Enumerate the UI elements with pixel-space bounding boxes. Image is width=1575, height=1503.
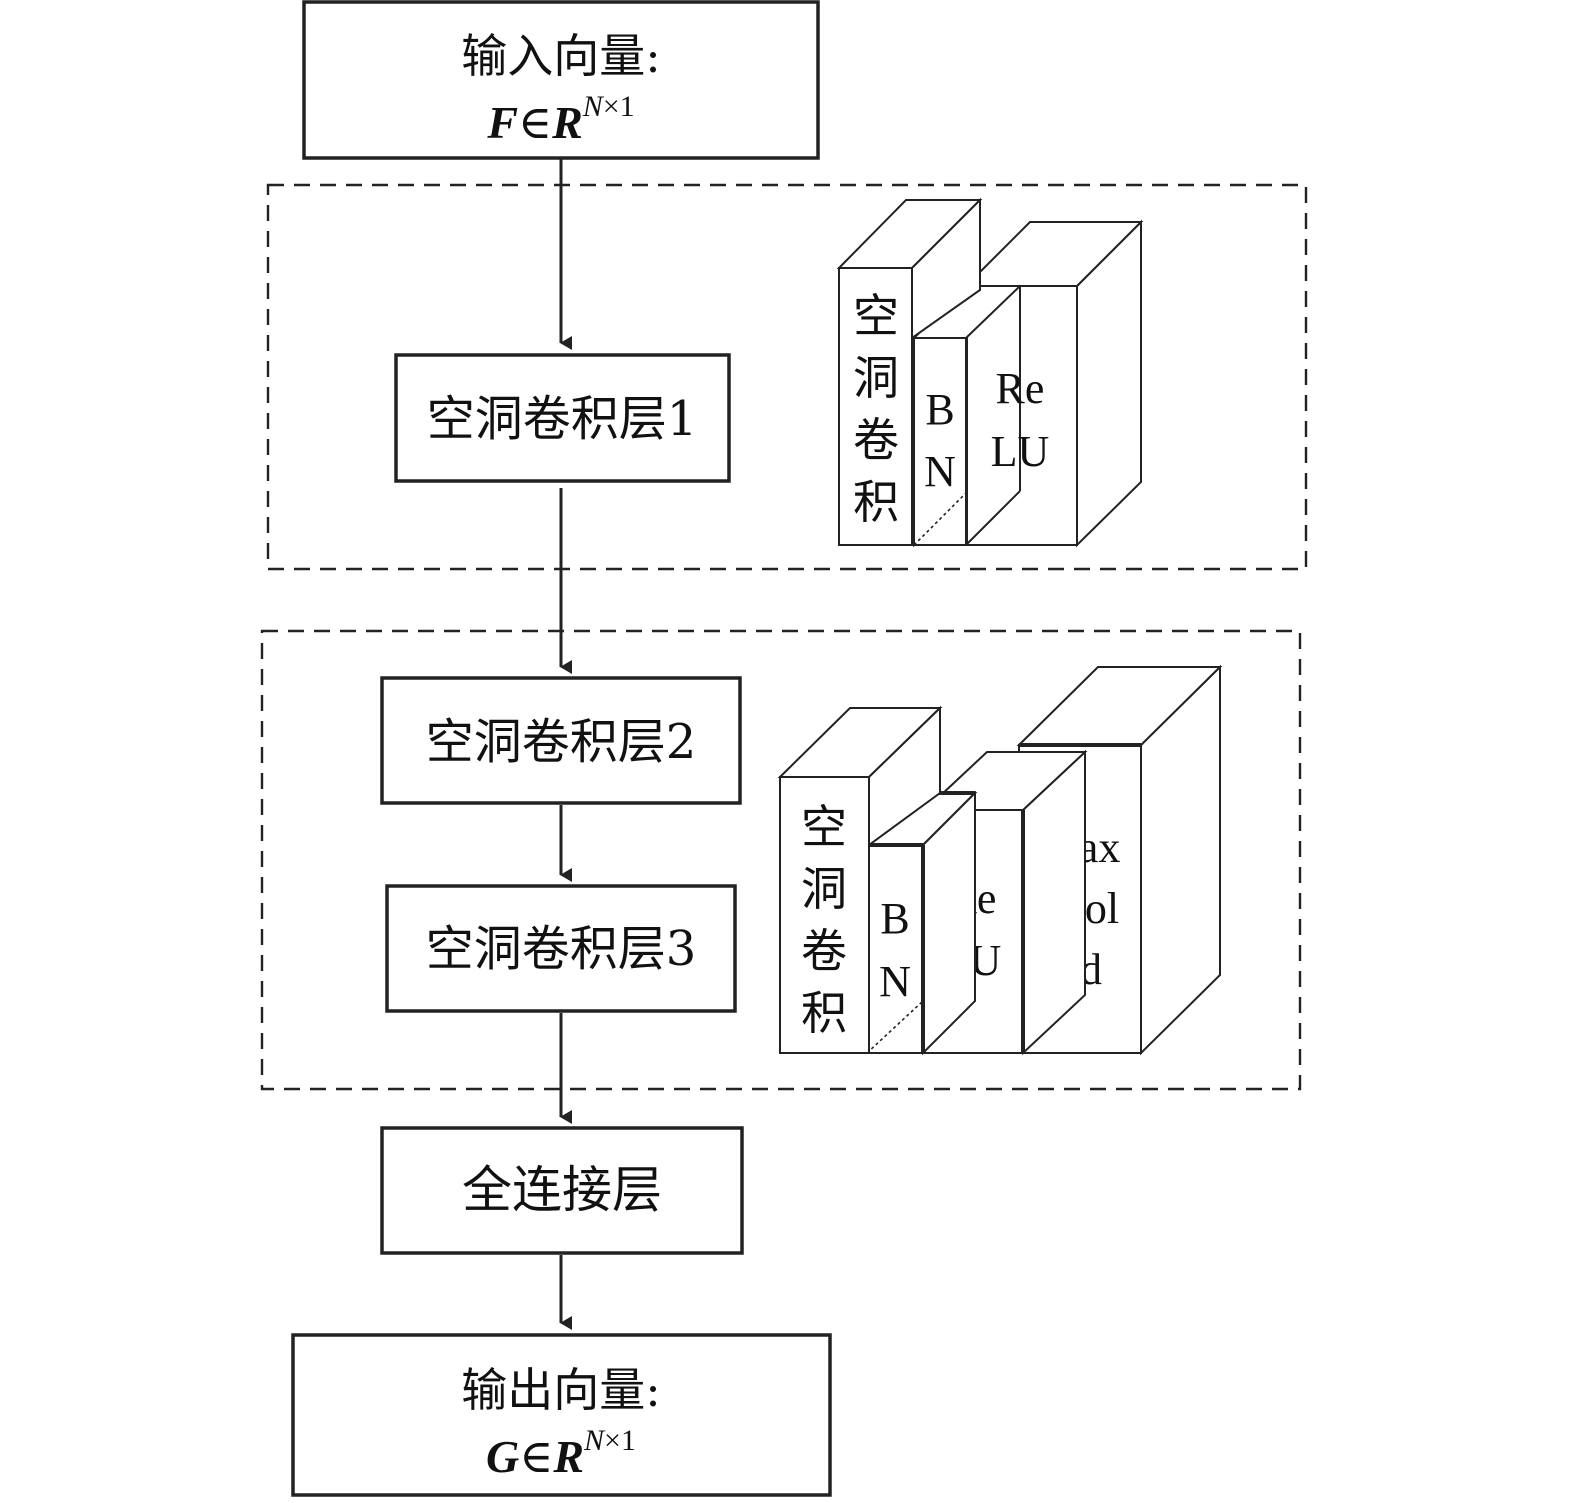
input-label: 输入向量: <box>461 29 661 83</box>
output-formula: G∈RN×1 <box>486 1424 636 1482</box>
block2-bn-text-2: N <box>879 957 911 1006</box>
dashed-group-1 <box>266 183 1308 571</box>
block1-illustration: Re LU B N 空 洞 卷 积 <box>836 197 1144 548</box>
layer1-node: 空洞卷积层1 <box>394 353 731 483</box>
block2-conv-text-1: 空 <box>801 800 847 854</box>
block2-conv-text-2: 洞 <box>801 862 847 916</box>
layer1-label: 空洞卷积层1 <box>427 391 698 447</box>
block1-conv-text-1: 空 <box>853 289 899 343</box>
block2-conv-text-4: 积 <box>801 986 847 1040</box>
block2-conv-text-3: 卷 <box>801 924 847 978</box>
input-node: 输入向量: F∈RN×1 <box>302 0 820 160</box>
block1-relu-text-1: Re <box>996 364 1045 413</box>
block1-relu-text-2: LU <box>991 427 1050 476</box>
input-formula: F∈RN×1 <box>486 90 634 148</box>
layer2-node: 空洞卷积层2 <box>380 676 742 805</box>
block1-conv-slab: 空 洞 卷 积 <box>836 197 983 546</box>
layer3-label: 空洞卷积层3 <box>426 921 697 977</box>
fc-label: 全连接层 <box>462 1161 662 1219</box>
block2-conv-slab: 空 洞 卷 积 <box>777 705 943 1054</box>
layer2-label: 空洞卷积层2 <box>426 714 697 770</box>
dashed-group-2 <box>260 629 1302 1091</box>
block1-conv-text-2: 洞 <box>853 351 899 405</box>
block1-conv-text-3: 卷 <box>853 413 899 467</box>
block1-relu-slab: Re LU <box>963 219 1144 548</box>
block1-conv-text-4: 积 <box>853 475 899 529</box>
block1-bn-text-1: B <box>925 385 954 434</box>
block2-bn-text-1: B <box>880 894 909 943</box>
fc-node: 全连接层 <box>380 1126 744 1255</box>
block1-bn-slab: B N <box>911 283 1023 548</box>
block1-bn-text-2: N <box>924 447 956 496</box>
output-label: 输出向量: <box>461 1363 661 1417</box>
output-node: 输出向量: G∈RN×1 <box>291 1333 832 1497</box>
block2-illustration: Max pool 1d Re LU B N <box>777 664 1223 1056</box>
layer3-node: 空洞卷积层3 <box>385 884 737 1013</box>
